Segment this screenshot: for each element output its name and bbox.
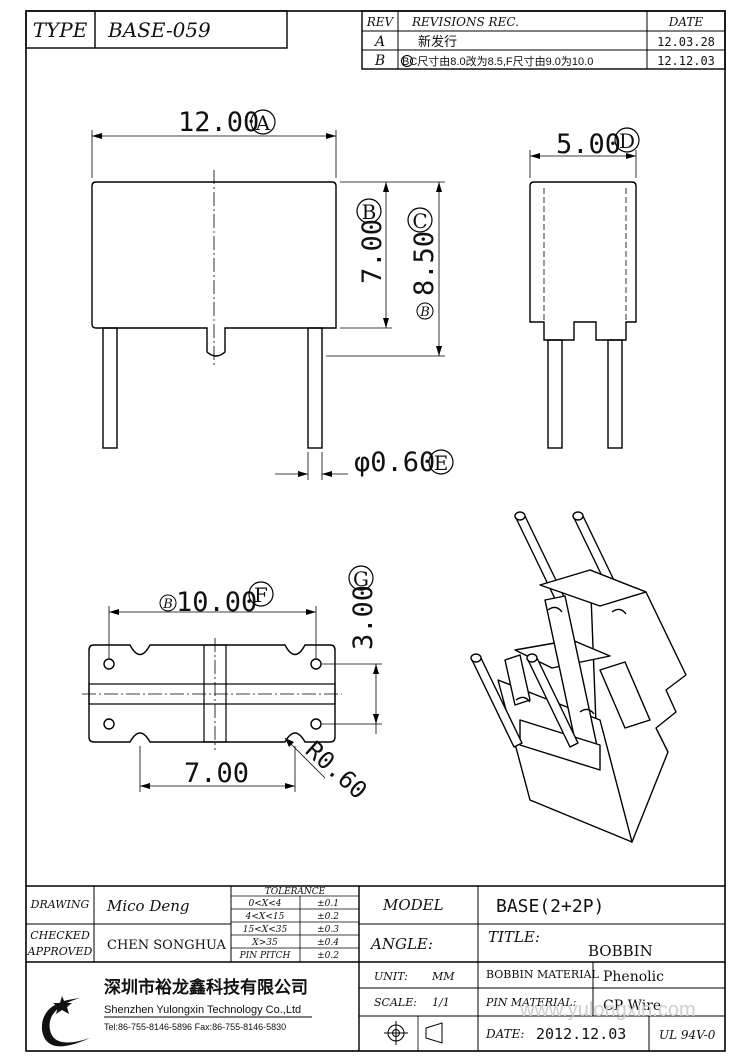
drawing-label: DRAWING <box>30 898 90 911</box>
bottom-hole-bottom-left <box>103 718 115 730</box>
type-value: BASE-059 <box>107 18 211 42</box>
front-left-pin <box>102 327 118 449</box>
radius-value: R0.60 <box>300 736 372 805</box>
revisions-column-header: REVISIONS REC. <box>411 15 519 29</box>
tolerance-range-5: PIN PITCH <box>239 951 291 961</box>
tolerance-value-1: ±0.1 <box>317 899 339 909</box>
bobbin-material-value: Phenolic <box>603 969 664 985</box>
isometric-view <box>470 511 687 843</box>
bottom-hole-top-left <box>103 658 115 670</box>
front-right-pin <box>307 327 323 449</box>
tolerance-value-3: ±0.3 <box>317 925 339 935</box>
unit-value: MM <box>431 970 455 983</box>
rev-b-text: BC尺寸由8.0改为8.5,F尺寸由9.0为10.0 <box>402 54 593 68</box>
rev-b-marker-circle <box>401 55 413 67</box>
dimension-a-tag: A <box>255 111 271 135</box>
pin-material-value: CP Wire <box>603 998 661 1014</box>
dimension-e-tag-circle <box>428 449 454 475</box>
bottom-view <box>82 606 382 792</box>
iso-body-front-face <box>497 679 633 843</box>
pin-pitch-value: 7.00 <box>184 758 249 789</box>
title-block <box>26 885 725 1051</box>
tolerance-value-2: ±0.2 <box>317 912 339 922</box>
dimension-g-value: 3.00 <box>348 585 379 650</box>
dimension-c-value: 8.50 <box>409 231 440 296</box>
title-label: TITLE: <box>488 928 540 946</box>
company-contact: Tel:86-755-8146-5896 Fax:86-755-8146-583… <box>104 1022 286 1032</box>
rev-column-header: REV <box>366 15 395 29</box>
dimension-g-tag: G <box>353 567 369 591</box>
side-left-pin <box>547 339 563 449</box>
dimension-c-revision: B <box>419 305 430 320</box>
dimension-a-value: 12.00 <box>178 107 259 138</box>
dimension-d-tag-circle <box>614 127 640 153</box>
dimension-g-tag-circle <box>348 565 374 591</box>
dimension-d-tag: D <box>619 129 635 153</box>
side-view <box>529 150 637 449</box>
dimension-c-tag-circle <box>407 207 433 233</box>
pin-material-label: PIN MATERIAL: <box>485 996 576 1009</box>
tolerance-range-3: 15<X<35 <box>243 925 288 935</box>
dimension-d-value: 5.00 <box>556 129 621 160</box>
dimension-f-value: 10.00 <box>176 587 257 618</box>
rev-a-text: 新发行 <box>418 34 457 49</box>
rev-a-code: A <box>373 34 385 50</box>
scale-label: SCALE: <box>374 996 417 1009</box>
tolerance-value-4: ±0.4 <box>317 938 339 948</box>
model-value: BASE(2+2P) <box>496 896 604 917</box>
type-label: TYPE <box>33 18 88 42</box>
type-box: TYPE BASE-059 <box>25 10 288 49</box>
dimension-c-revision-circle <box>416 302 434 320</box>
tolerance-value-5: ±0.2 <box>317 951 339 961</box>
projection-symbol-icon <box>384 1021 443 1045</box>
title-value: BOBBIN <box>588 942 653 960</box>
scale-value: 1/1 <box>432 996 450 1009</box>
checked-value: CHEN SONGHUA <box>107 938 226 953</box>
date-value: 2012.12.03 <box>536 1025 626 1043</box>
dimension-e-value: φ0.60 <box>354 447 435 478</box>
dimension-f-revision: B <box>162 597 173 612</box>
dimension-f-tag-circle <box>248 581 274 607</box>
sheet-border <box>25 10 726 1052</box>
side-body-outline <box>529 181 637 341</box>
iso-body-top <box>539 569 647 607</box>
drawing-value: Mico Deng <box>106 897 190 915</box>
rev-b-date: 12.12.03 <box>657 54 715 68</box>
revisions-table: REV REVISIONS REC. DATE A 新发行 12.03.28 B… <box>361 10 726 70</box>
dimension-b-tag-circle <box>356 198 382 224</box>
dimension-f-revision-circle <box>159 594 177 612</box>
dimension-c-tag: C <box>412 209 427 233</box>
tolerance-range-4: X>35 <box>251 938 278 948</box>
bottom-hole-top-right <box>310 658 322 670</box>
watermark: www.yulongxin.com <box>519 999 696 1021</box>
dimension-b-tag: B <box>362 200 377 224</box>
date-label: DATE: <box>485 1027 524 1041</box>
model-label: MODEL <box>382 896 444 914</box>
tolerance-range-2: 4<X<15 <box>245 912 285 922</box>
dimension-b-value: 7.00 <box>357 219 388 284</box>
bottom-hole-bottom-right <box>310 718 322 730</box>
rev-b-code: B <box>374 53 385 69</box>
approved-label: APPROVED <box>27 945 93 958</box>
date-column-header: DATE <box>668 15 704 29</box>
rev-a-date: 12.03.28 <box>657 35 715 49</box>
dimension-a-tag-circle <box>250 109 276 135</box>
company-name-en: Shenzhen Yulongxin Technology Co.,Ltd <box>104 1004 301 1016</box>
front-body-outline <box>91 181 337 357</box>
front-view <box>91 130 445 480</box>
unit-label: UNIT: <box>374 970 408 983</box>
side-right-pin <box>607 339 623 449</box>
angle-label: ANGLE: <box>369 935 433 953</box>
company-logo-icon <box>41 996 90 1047</box>
tolerance-range-1: 0<X<4 <box>249 899 282 909</box>
dimension-e-tag: E <box>434 451 449 475</box>
bottom-body-outline <box>88 644 336 743</box>
company-name-cn: 深圳市裕龙鑫科技有限公司 <box>104 977 308 997</box>
checked-label: CHECKED <box>30 929 90 942</box>
bobbin-material-label: BOBBIN MATERIAL <box>486 968 599 981</box>
tolerance-title: TOLERANCE <box>265 887 326 897</box>
dimension-f-tag: F <box>254 583 268 607</box>
ul-rating: UL 94V-0 <box>659 1028 716 1042</box>
